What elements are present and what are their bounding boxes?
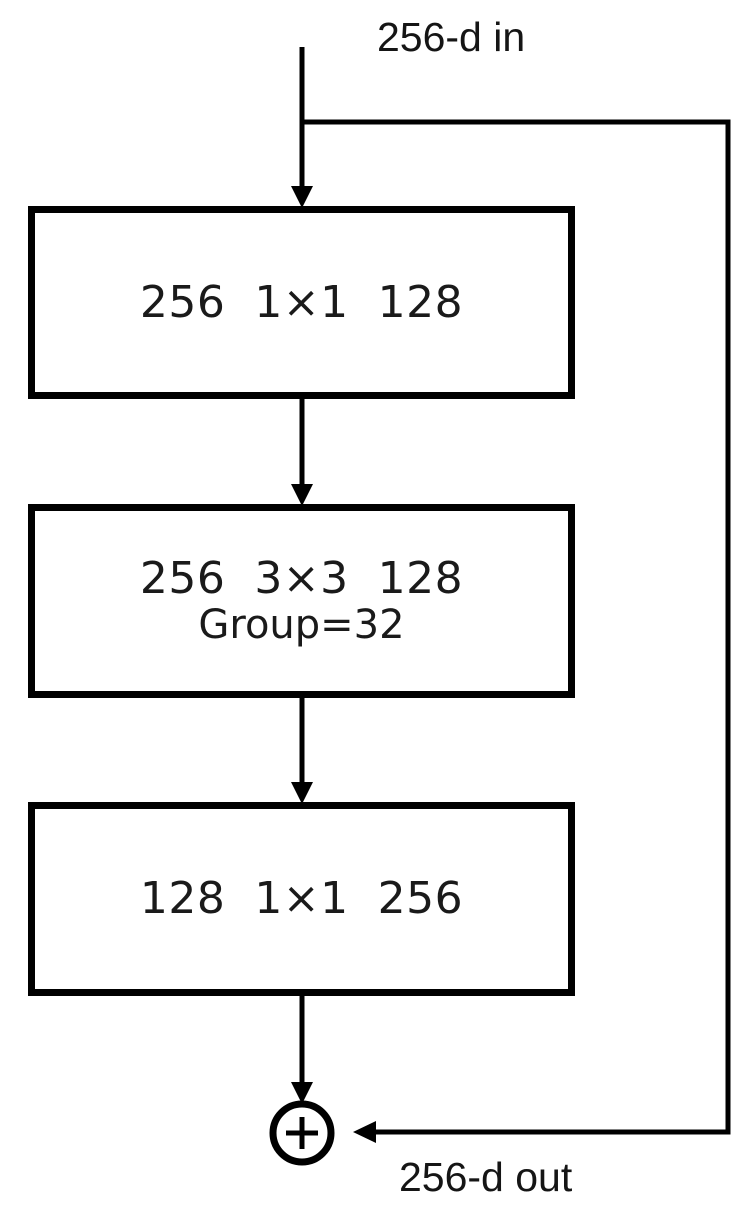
edge-shortcut-identity — [302, 119, 731, 1143]
conv-block-grouped-spec: 256 3×3 128 — [139, 552, 464, 604]
output-dimension-label: 256-d out — [399, 1154, 573, 1200]
input-dimension-label: 256-d in — [377, 14, 526, 60]
conv-block-reduce: 256 1×1 128 — [28, 206, 575, 399]
conv-block-reduce-spec: 256 1×1 128 — [139, 276, 464, 328]
conv-block-grouped-groups: Group=32 — [198, 602, 405, 649]
conv-block-grouped: 256 3×3 128 Group=32 — [28, 504, 575, 698]
conv-block-expand: 128 1×1 256 — [28, 802, 575, 996]
conv-block-expand-spec: 128 1×1 256 — [139, 873, 464, 925]
plus-icon — [286, 1117, 318, 1149]
adder-node — [269, 1100, 335, 1166]
